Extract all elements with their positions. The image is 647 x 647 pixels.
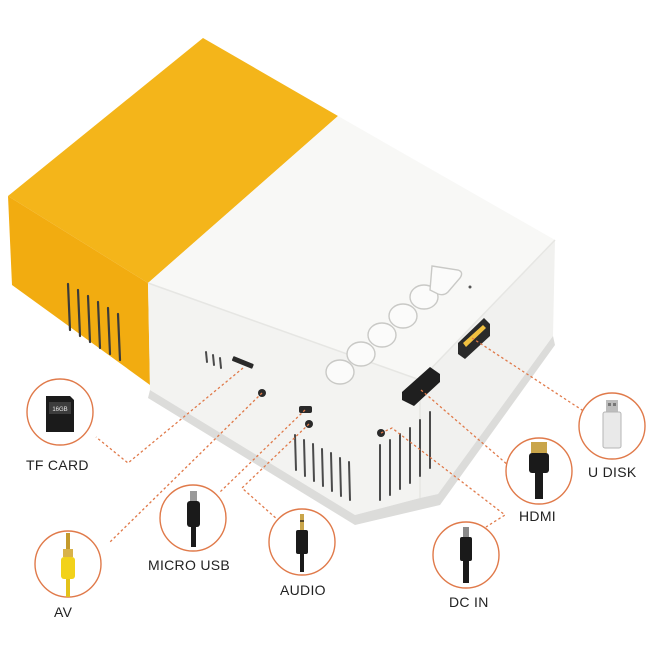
projector-white-front (148, 283, 420, 515)
micro-usb-cable-icon (187, 491, 200, 547)
audio-callout (268, 508, 336, 576)
sd-card-capacity: 16GB (52, 407, 67, 413)
hdmi-callout (505, 437, 573, 505)
projector-bottom-shadow (148, 336, 555, 525)
dc-in-line (380, 427, 507, 528)
av-cable-icon (61, 533, 75, 597)
tf-card-callout: 16GB (26, 378, 94, 446)
hdmi-cable-icon (529, 442, 549, 499)
audio-jack-icon (296, 514, 308, 572)
yellow-side-vents (66, 282, 122, 362)
u-disk-callout (578, 392, 646, 460)
projector-yellow-top (8, 38, 338, 283)
dc-plug-icon (460, 527, 472, 583)
micro-usb-port (299, 406, 312, 413)
mini-projector (8, 38, 556, 525)
audio-line (241, 423, 310, 521)
dc-in-callout (432, 521, 500, 589)
audio-label: AUDIO (280, 582, 326, 598)
control-button (346, 341, 376, 367)
usb-flash-drive-icon (602, 400, 622, 449)
hdmi-label: HDMI (519, 508, 556, 524)
projector-white-right (420, 240, 555, 498)
indicator-led (468, 285, 472, 289)
dc-in-label: DC IN (449, 594, 489, 610)
control-button (388, 303, 418, 329)
av-line (109, 392, 263, 543)
hdmi-port (402, 367, 440, 406)
control-button (367, 322, 397, 348)
hdmi-line (420, 389, 509, 466)
micro-usb-callout (159, 484, 227, 552)
micro-usb-label: MICRO USB (148, 557, 231, 573)
tf-card-line (95, 367, 244, 464)
control-button (325, 359, 355, 385)
tf-card-label: TF CARD (26, 457, 89, 473)
av-label: AV (54, 604, 73, 620)
av-callout (34, 530, 102, 598)
front-vents (205, 351, 351, 501)
sd-card-icon: 16GB (46, 396, 74, 432)
control-buttons (325, 265, 463, 385)
tf-card-slot (231, 356, 254, 369)
power-button (429, 265, 463, 296)
connector-lines (95, 337, 586, 543)
u-disk-label: U DISK (588, 464, 637, 480)
right-side-vents (379, 411, 431, 501)
projector-white-top (148, 116, 555, 380)
